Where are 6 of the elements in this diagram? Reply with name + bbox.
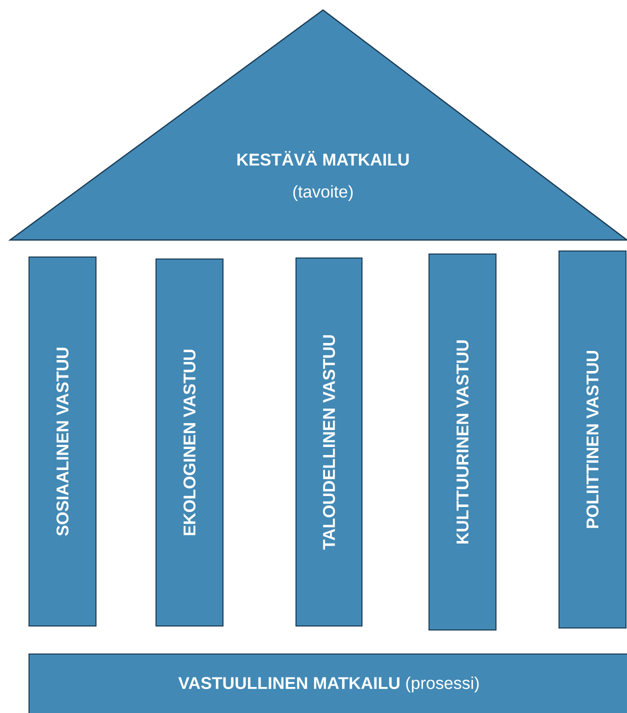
pillar-box: TALOUDELLINEN VASTUU [296, 258, 362, 626]
pillar-box: EKOLOGINEN VASTUU [156, 258, 224, 626]
base-box: VASTUULLINEN MATKAILU (prosessi) [28, 654, 627, 713]
pillar-box: SOSIAALINEN VASTUU [28, 256, 96, 626]
pillar-box: KULTTUURINEN VASTUU [428, 254, 496, 630]
pillar-box: POLIITTINEN VASTUU [558, 250, 626, 628]
